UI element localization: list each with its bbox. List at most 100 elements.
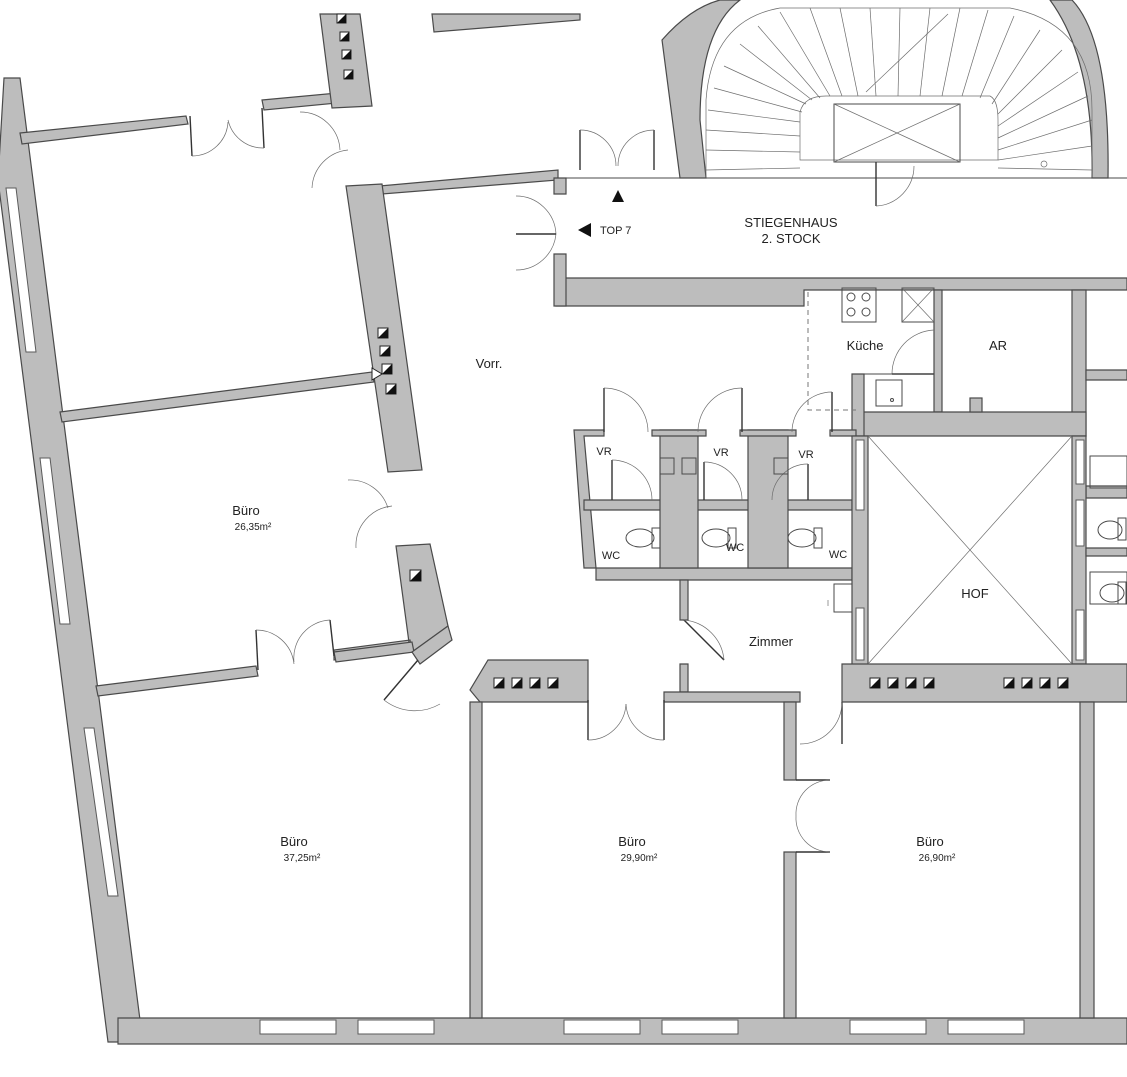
- door-swing: [299, 111, 341, 151]
- toilet: [701, 527, 737, 549]
- labels: TOP 7 STIEGENHAUS 2. STOCK Vorr. Küche A…: [232, 215, 1007, 864]
- door-swing: [703, 461, 743, 501]
- door-leaf: [383, 659, 419, 701]
- door-swing: [791, 391, 833, 433]
- entrance-label: TOP 7: [600, 225, 631, 237]
- wall-wc-top-1: [651, 429, 707, 437]
- wall-kitchen-ar: [933, 289, 943, 413]
- window-hof-west-1: [855, 439, 865, 511]
- wall-east-block-4: [1085, 547, 1127, 557]
- window-south-1: [259, 1019, 337, 1035]
- door-swing: [255, 629, 295, 665]
- washbasin: [773, 457, 789, 475]
- wall-office-divider-2-left: [95, 665, 259, 697]
- room-buero-upper-left-area: 26,35m²: [235, 522, 272, 533]
- hof-outline: [867, 435, 1073, 665]
- door-leaf: [189, 115, 193, 157]
- door-swing: [611, 459, 653, 501]
- stove-burner: [846, 307, 856, 317]
- room-wc1-label: WC: [602, 550, 620, 562]
- room-vr1-label: VR: [596, 446, 611, 458]
- window-south-3: [563, 1019, 641, 1035]
- wall-stair-west: [553, 177, 567, 195]
- stair-newel: [1040, 160, 1048, 168]
- wall-zimmer-west: [679, 579, 689, 621]
- wall-kitchen-west: [851, 373, 865, 437]
- hof-cross-2: [867, 435, 1073, 665]
- wall-zimmer-west-2: [679, 663, 689, 693]
- window-west-3: [83, 727, 119, 897]
- west-facade-wall: [0, 77, 141, 1043]
- window-west-1: [5, 187, 37, 353]
- riser-group-lower-right: [869, 677, 1069, 689]
- wall-lower-offices-top: [469, 659, 589, 703]
- room-vorr-label: Vorr.: [476, 356, 503, 371]
- door-swing: [799, 701, 843, 745]
- stair-subtitle: 2. STOCK: [761, 231, 820, 246]
- wall-office-divider-1: [59, 371, 375, 423]
- kitchen-dashed-outline: [807, 292, 856, 411]
- wall-wc-bottom: [595, 567, 853, 581]
- door-swing: [795, 815, 831, 853]
- wall-lower-offices-top-3: [841, 663, 1127, 703]
- stair-treads: [705, 7, 1093, 171]
- room-zimmer-label: Zimmer: [749, 634, 794, 649]
- door-swing: [625, 703, 665, 741]
- window-hof-east-2: [1075, 499, 1085, 547]
- entrance-arrow-left: [578, 223, 591, 237]
- room-ar-label: AR: [989, 338, 1007, 353]
- stair-shell: [661, 0, 741, 179]
- stove-burner: [846, 292, 856, 302]
- window-west-2: [39, 457, 71, 625]
- washbasin: [681, 457, 697, 475]
- room-wc3-label: WC: [829, 549, 847, 561]
- wall-wc-top-3: [829, 429, 857, 437]
- right-fixture-box: [1089, 455, 1127, 489]
- stair-outer-arc: [705, 7, 1093, 178]
- room-buero-lower-right-name: Büro: [916, 834, 943, 849]
- wall-top-right: [431, 13, 581, 33]
- courtyard: [867, 435, 1073, 665]
- kitchen-cabinet: [901, 287, 935, 323]
- riser-group-lower-mid: [493, 677, 559, 689]
- door-leaf: [683, 619, 725, 661]
- toilet: [1099, 581, 1127, 605]
- door-swing: [617, 129, 655, 167]
- wall-mid-upper: [379, 169, 559, 195]
- walls: [0, 0, 1127, 1045]
- door-swing: [227, 119, 265, 149]
- wall-stair-west-2: [553, 253, 567, 307]
- ar-notch: [969, 397, 983, 413]
- fixtures: [625, 287, 1127, 613]
- window-south-6: [947, 1019, 1025, 1035]
- sink-basin: [875, 379, 903, 407]
- wall-lower-offices-top-2: [663, 691, 801, 703]
- stove-burner: [861, 307, 871, 317]
- room-buero-lower-left-name: Büro: [280, 834, 307, 849]
- wall-wc-top-2: [739, 429, 797, 437]
- door-swing: [293, 619, 331, 663]
- wall-wc-front: [583, 499, 853, 511]
- wall-lower-div-3: [1079, 701, 1095, 1019]
- riser-group-partition: [409, 569, 422, 582]
- stove: [841, 287, 877, 323]
- door-swing: [515, 233, 557, 271]
- stair-handrail-line: [865, 13, 949, 93]
- window-hof-east-3: [1075, 609, 1085, 661]
- toilet: [625, 527, 661, 549]
- wall-lower-div-2: [783, 701, 797, 781]
- toilet: [1097, 517, 1127, 541]
- entrance-arrow-up: [612, 190, 624, 202]
- wall-lower-div-2b: [783, 851, 797, 1019]
- door-swing: [383, 699, 441, 712]
- door-swing: [875, 165, 915, 207]
- toilet: [787, 527, 823, 549]
- right-fixture-box: [1089, 571, 1127, 605]
- column-top: [319, 13, 373, 109]
- door-leaf: [329, 619, 335, 657]
- door-swing: [515, 195, 557, 235]
- window-south-5: [849, 1019, 927, 1035]
- zimmer-washbasin: [833, 583, 853, 613]
- door-swing: [347, 479, 389, 509]
